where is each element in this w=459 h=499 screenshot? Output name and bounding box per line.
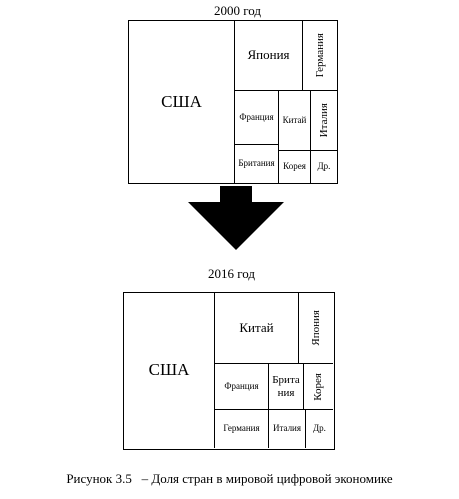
cell-france-2016-label: Франция [224, 380, 259, 391]
cell-korea-2016-label: Корея [312, 372, 325, 401]
down-arrow-icon [188, 186, 284, 250]
cell-korea-2000-label: Корея [283, 161, 306, 172]
top-chart-title: 2000 год [214, 3, 261, 18]
bottom-chart-title: 2016 год [208, 266, 255, 281]
figure-caption: Рисунок 3.5 – Доля стран в мировой цифро… [66, 471, 393, 486]
cell-usa-2016: США [124, 293, 215, 448]
cell-other-2000: Др. [311, 151, 337, 183]
cell-france-2000-label: Франция [239, 111, 274, 122]
cell-britain-2000: Британия [235, 145, 279, 183]
cell-japan-2000-label: Япония [247, 47, 290, 63]
treemap-2016: США Китай Япония Франция Брита ния Корея… [123, 292, 335, 450]
cell-japan-2000: Япония [235, 21, 303, 91]
cell-italy-2000: Италия [311, 91, 337, 151]
cell-germany-2000-label: Германия [313, 33, 326, 78]
cell-other-2000-label: Др. [317, 161, 331, 172]
cell-other-2016: Др. [306, 410, 333, 448]
cell-china-2016: Китай [215, 293, 299, 364]
cell-britain-2000-label: Британия [238, 158, 275, 169]
cell-usa-2016-label: США [148, 360, 190, 380]
cell-britain-2016: Брита ния [269, 364, 304, 410]
cell-britain-2016-label-line2: ния [277, 386, 295, 399]
cell-korea-2000: Корея [279, 151, 311, 183]
cell-germany-2000: Германия [303, 21, 337, 91]
cell-other-2016-label: Др. [313, 423, 326, 434]
cell-britain-2016-label-line1: Брита [272, 374, 300, 387]
cell-germany-2016-label: Германия [223, 423, 260, 434]
cell-france-2016: Франция [215, 364, 269, 410]
cell-italy-2016-label: Италия [272, 423, 302, 434]
cell-usa-2000-label: США [161, 91, 202, 111]
cell-italy-2000-label: Италия [317, 103, 330, 138]
cell-china-2016-label: Китай [239, 319, 274, 335]
cell-japan-2016: Япония [299, 293, 333, 364]
cell-japan-2016-label: Япония [309, 310, 322, 346]
cell-china-2000: Китай [279, 91, 311, 151]
cell-italy-2016: Италия [269, 410, 306, 448]
cell-korea-2016: Корея [304, 364, 333, 410]
cell-france-2000: Франция [235, 91, 279, 145]
cell-china-2000-label: Китай [282, 114, 307, 125]
cell-usa-2000: США [129, 21, 235, 183]
cell-germany-2016: Германия [215, 410, 269, 448]
treemap-2000: США Япония Германия Франция Китай Италия… [128, 20, 338, 184]
